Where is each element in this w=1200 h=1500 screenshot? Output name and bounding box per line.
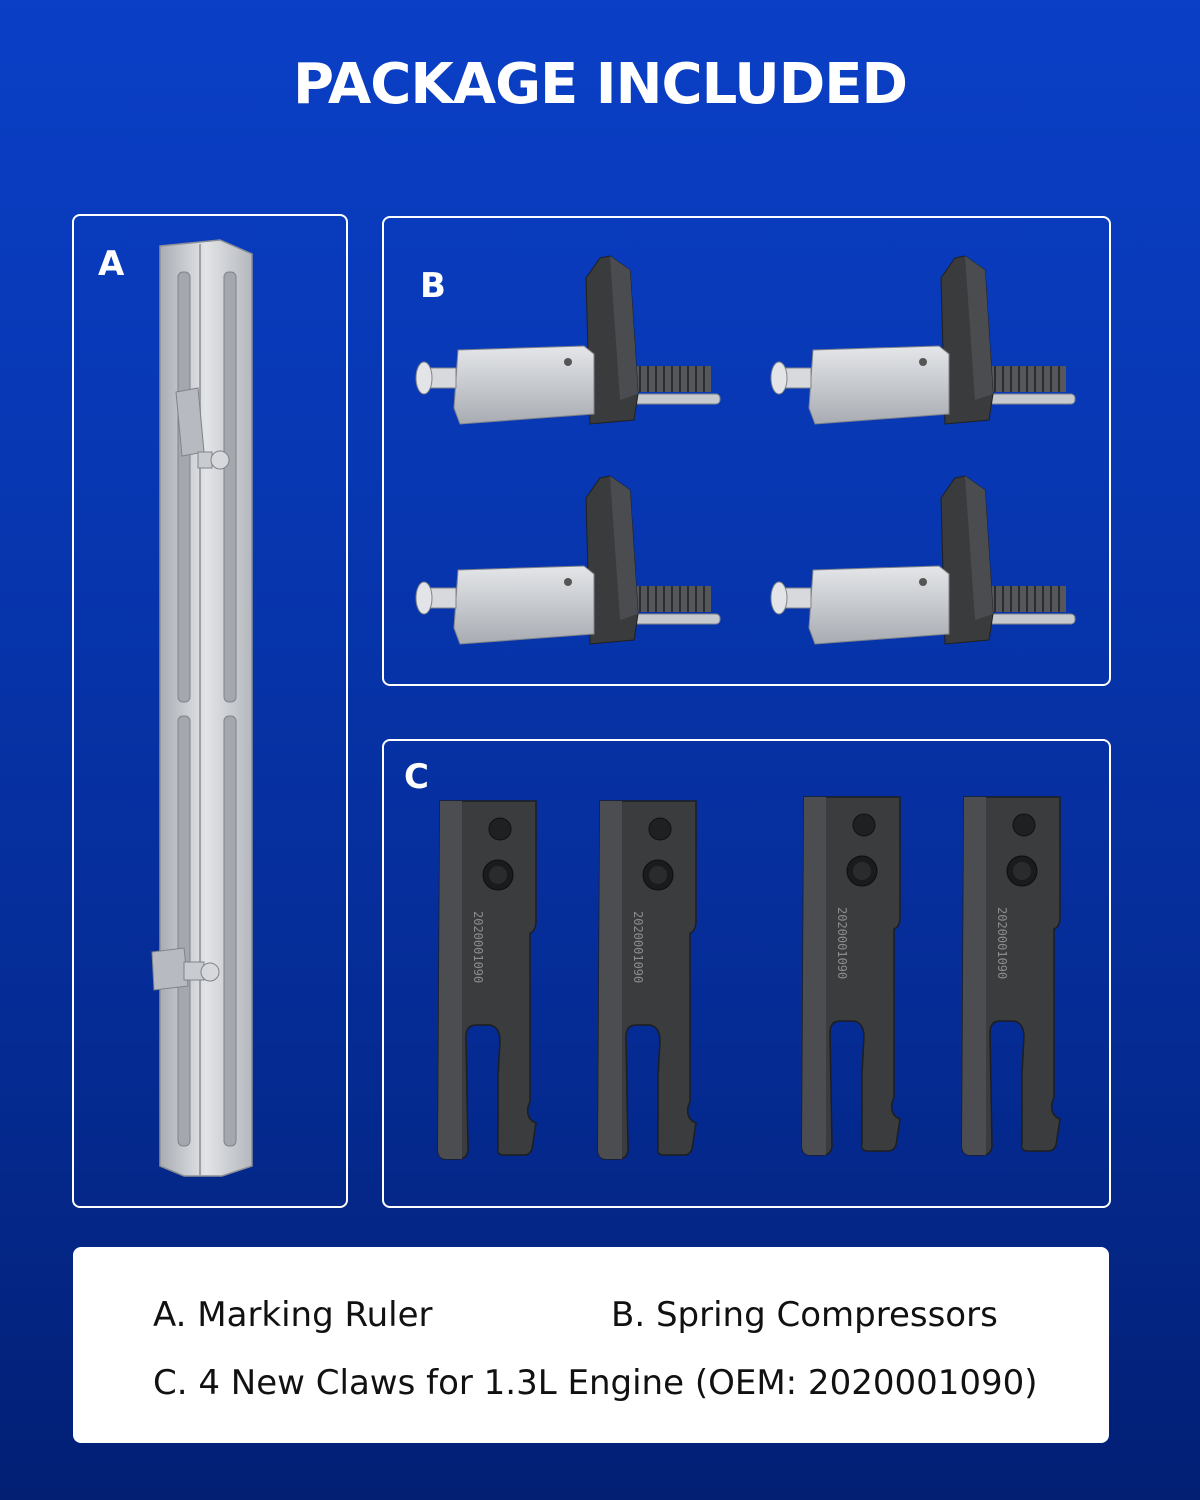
legend-box: A. Marking Ruler B. Spring Compressors C…: [73, 1247, 1109, 1443]
panel-letter-a: A: [98, 244, 125, 284]
claw-1: 2020001090: [437, 800, 537, 1160]
claw-3-engraving: 2020001090: [835, 907, 849, 979]
claw-3: 2020001090: [801, 796, 901, 1156]
claw-4: 2020001090: [961, 796, 1061, 1156]
legend-item-c: C. 4 New Claws for 1.3L Engine (OEM: 202…: [153, 1363, 1038, 1403]
panel-letter-c: C: [404, 757, 429, 797]
legend-item-b: B. Spring Compressors: [611, 1295, 998, 1335]
panel-claws: C 2020001090 2020001090 2020001090 20200…: [382, 739, 1111, 1208]
claw-2-engraving: 2020001090: [631, 911, 645, 983]
panel-letter-b: B: [420, 266, 446, 306]
legend-item-a: A. Marking Ruler: [153, 1295, 433, 1335]
spring-compressors-image: [415, 255, 1076, 645]
claws-image: 2020001090 2020001090 2020001090 2020001…: [437, 796, 1061, 1160]
page-title: PACKAGE INCLUDED: [293, 52, 908, 117]
marking-ruler-image: [151, 239, 253, 1177]
panel-marking-ruler: A: [72, 214, 348, 1208]
claw-4-engraving: 2020001090: [995, 907, 1009, 979]
claw-1-engraving: 2020001090: [471, 911, 485, 983]
claw-2: 2020001090: [597, 800, 697, 1160]
panel-spring-compressors: B: [382, 216, 1111, 686]
